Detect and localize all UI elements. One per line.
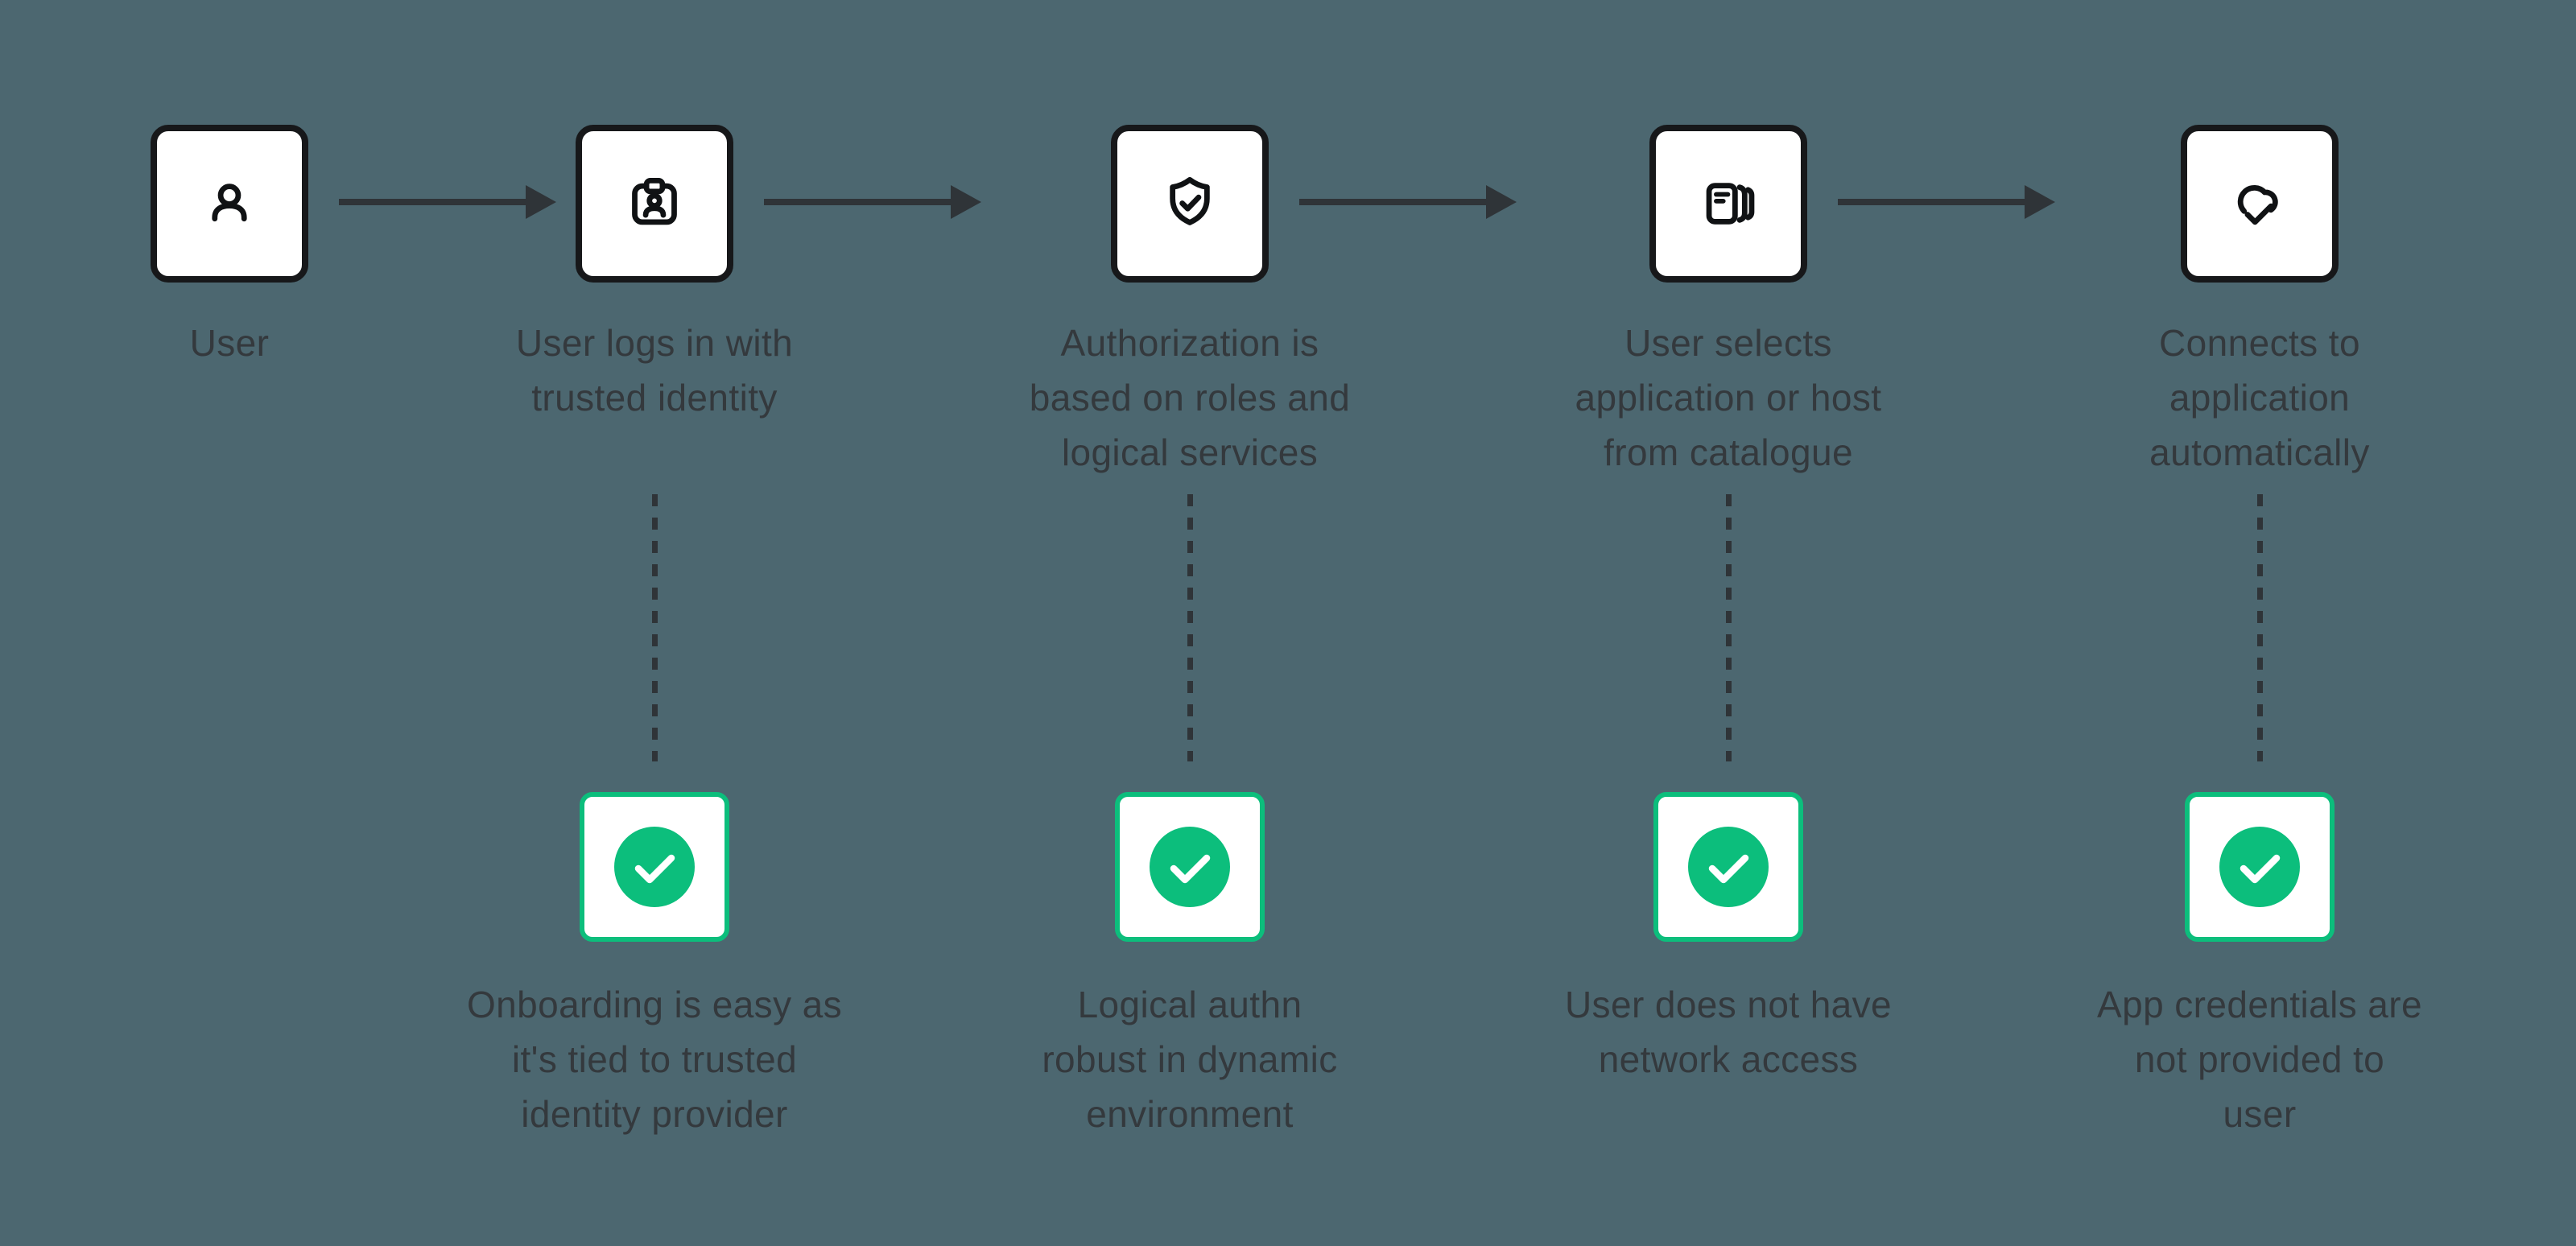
step-label-catalogue: User selects application or host from ca… <box>1575 322 1882 473</box>
step-label-user: User <box>189 322 270 364</box>
step-box-user <box>151 125 308 283</box>
cloud-check-icon <box>2237 184 2278 225</box>
step-label-login: User logs in with trusted identity <box>515 322 794 419</box>
outcome-box-network <box>1653 792 1803 942</box>
step-box-authorization <box>1111 125 1269 283</box>
outcome-box-onboarding <box>580 792 729 942</box>
dashed-connector <box>652 494 658 761</box>
flow-arrow-icon <box>1299 185 1517 219</box>
outcome-box-authn <box>1115 792 1265 942</box>
flow-arrow-icon <box>1838 185 2055 219</box>
user-icon <box>212 184 247 222</box>
step-label-authorization: Authorization is based on roles and logi… <box>1029 322 1351 473</box>
outcome-label-onboarding: Onboarding is easy as it's tied to trust… <box>466 984 843 1135</box>
step-box-connect <box>2181 125 2339 283</box>
flow-arrow-icon <box>339 185 556 219</box>
check-circle-icon <box>1150 827 1230 907</box>
outcome-label-authn: Logical authn robust in dynamic environm… <box>1042 984 1338 1135</box>
catalogue-icon <box>1706 183 1755 225</box>
check-circle-icon <box>1688 827 1769 907</box>
flow-arrow-icon <box>764 185 981 219</box>
dashed-connector <box>1187 494 1193 761</box>
id-badge-icon <box>632 177 677 225</box>
shield-check-icon <box>1170 176 1210 225</box>
outcome-label-credentials: App credentials are not provided to user <box>2097 984 2422 1135</box>
check-circle-icon <box>2219 827 2300 907</box>
dashed-connector <box>1726 494 1732 761</box>
check-circle-icon <box>614 827 695 907</box>
dashed-connector <box>2257 494 2263 761</box>
step-label-connect: Connects to application automatically <box>2149 322 2370 473</box>
step-box-login <box>576 125 733 283</box>
outcome-box-credentials <box>2185 792 2334 942</box>
step-box-catalogue <box>1649 125 1807 283</box>
outcome-label-network: User does not have network access <box>1564 984 1893 1080</box>
